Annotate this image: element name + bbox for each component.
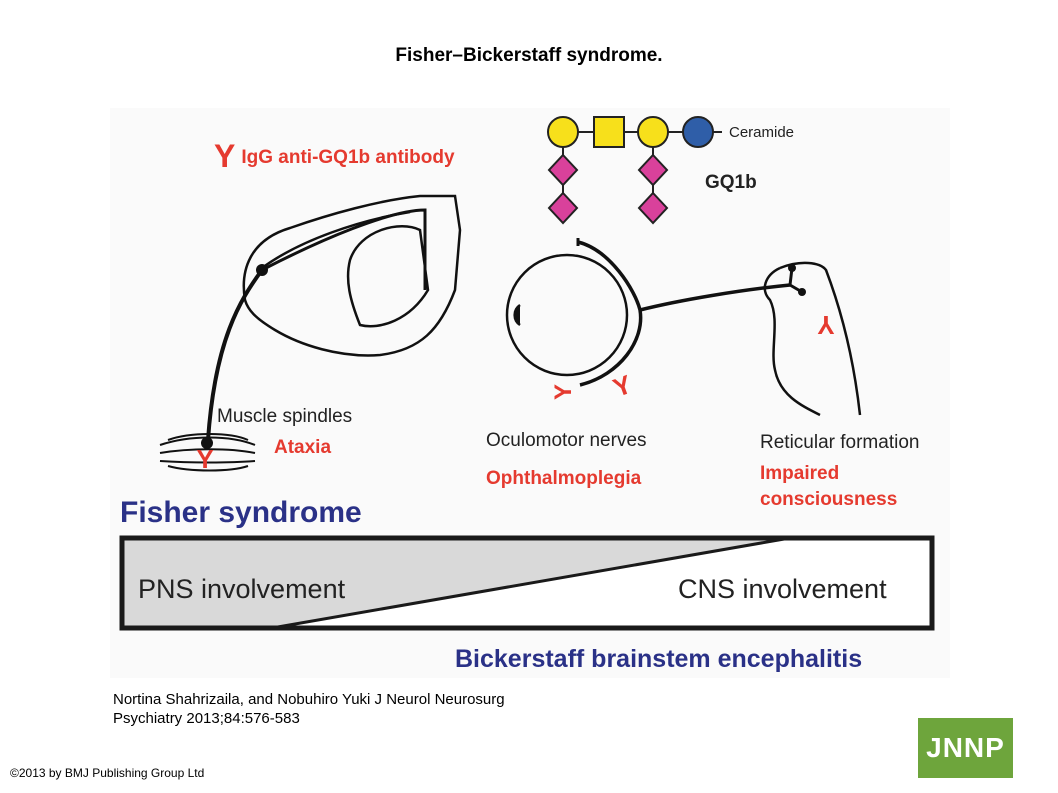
slide-title: Fisher–Bickerstaff syndrome.: [395, 45, 663, 66]
magenta-sugar-3: [637, 153, 669, 187]
antibody-symbol: Y: [214, 138, 236, 174]
gq1b-label: GQ1b: [705, 172, 757, 193]
citation: Nortina Shahrizaila, and Nobuhiro Yuki J…: [113, 690, 593, 728]
cns-involvement-label: CNS involvement: [678, 574, 887, 604]
spinal-cord: [242, 194, 462, 357]
pns-involvement-label: PNS involvement: [138, 574, 346, 604]
sensory-nerve: [206, 268, 264, 441]
ophthalmoplegia-label: Ophthalmoplegia: [486, 468, 642, 489]
yellow-sugar-2: [637, 116, 669, 148]
ceramide-label: Ceramide: [729, 124, 795, 141]
citation-line-1: Nortina Shahrizaila, and Nobuhiro Yuki J…: [113, 691, 505, 708]
yellow-square-sugar: [593, 116, 625, 148]
spindle-ending: [201, 437, 213, 449]
antibody-symbol-eye-1: Y: [550, 384, 577, 400]
brainstem: [763, 261, 862, 417]
antibody-symbol-brainstem: Y: [817, 310, 834, 340]
impaired-consciousness-label: Impaired consciousness: [760, 461, 897, 513]
copyright: ©2013 by BMJ Publishing Group Ltd: [10, 766, 205, 780]
fisher-syndrome-label: Fisher syndrome: [120, 496, 362, 529]
yellow-sugar-1: [547, 116, 579, 148]
magenta-sugar-4: [637, 191, 669, 225]
blue-sugar: [682, 116, 714, 148]
magenta-sugar-2: [547, 191, 579, 225]
bickerstaff-label: Bickerstaff brainstem encephalitis: [455, 645, 863, 673]
ataxia-label: Ataxia: [274, 437, 332, 458]
oculomotor-nerves-label: Oculomotor nerves: [486, 430, 647, 451]
gq1b-glycan: [547, 116, 722, 225]
spectrum-bar: [119, 535, 935, 631]
muscle-spindles-label: Muscle spindles: [217, 406, 353, 427]
eye: [505, 238, 791, 387]
antibody-label-text: IgG anti-GQ1b antibody: [241, 147, 455, 168]
antibody-symbol-spindle: Y: [196, 444, 213, 474]
impaired-line-1: Impaired: [760, 463, 840, 484]
citation-line-2: Psychiatry 2013;84:576-583: [113, 710, 300, 727]
magenta-sugar-1: [547, 153, 579, 187]
jnnp-logo: JNNP: [918, 718, 1013, 778]
impaired-line-2: consciousness: [760, 489, 898, 510]
antibody-symbol-eye-2: Y: [609, 369, 636, 403]
sensory-tract: [261, 208, 427, 290]
reticular-formation-label: Reticular formation: [760, 432, 920, 453]
